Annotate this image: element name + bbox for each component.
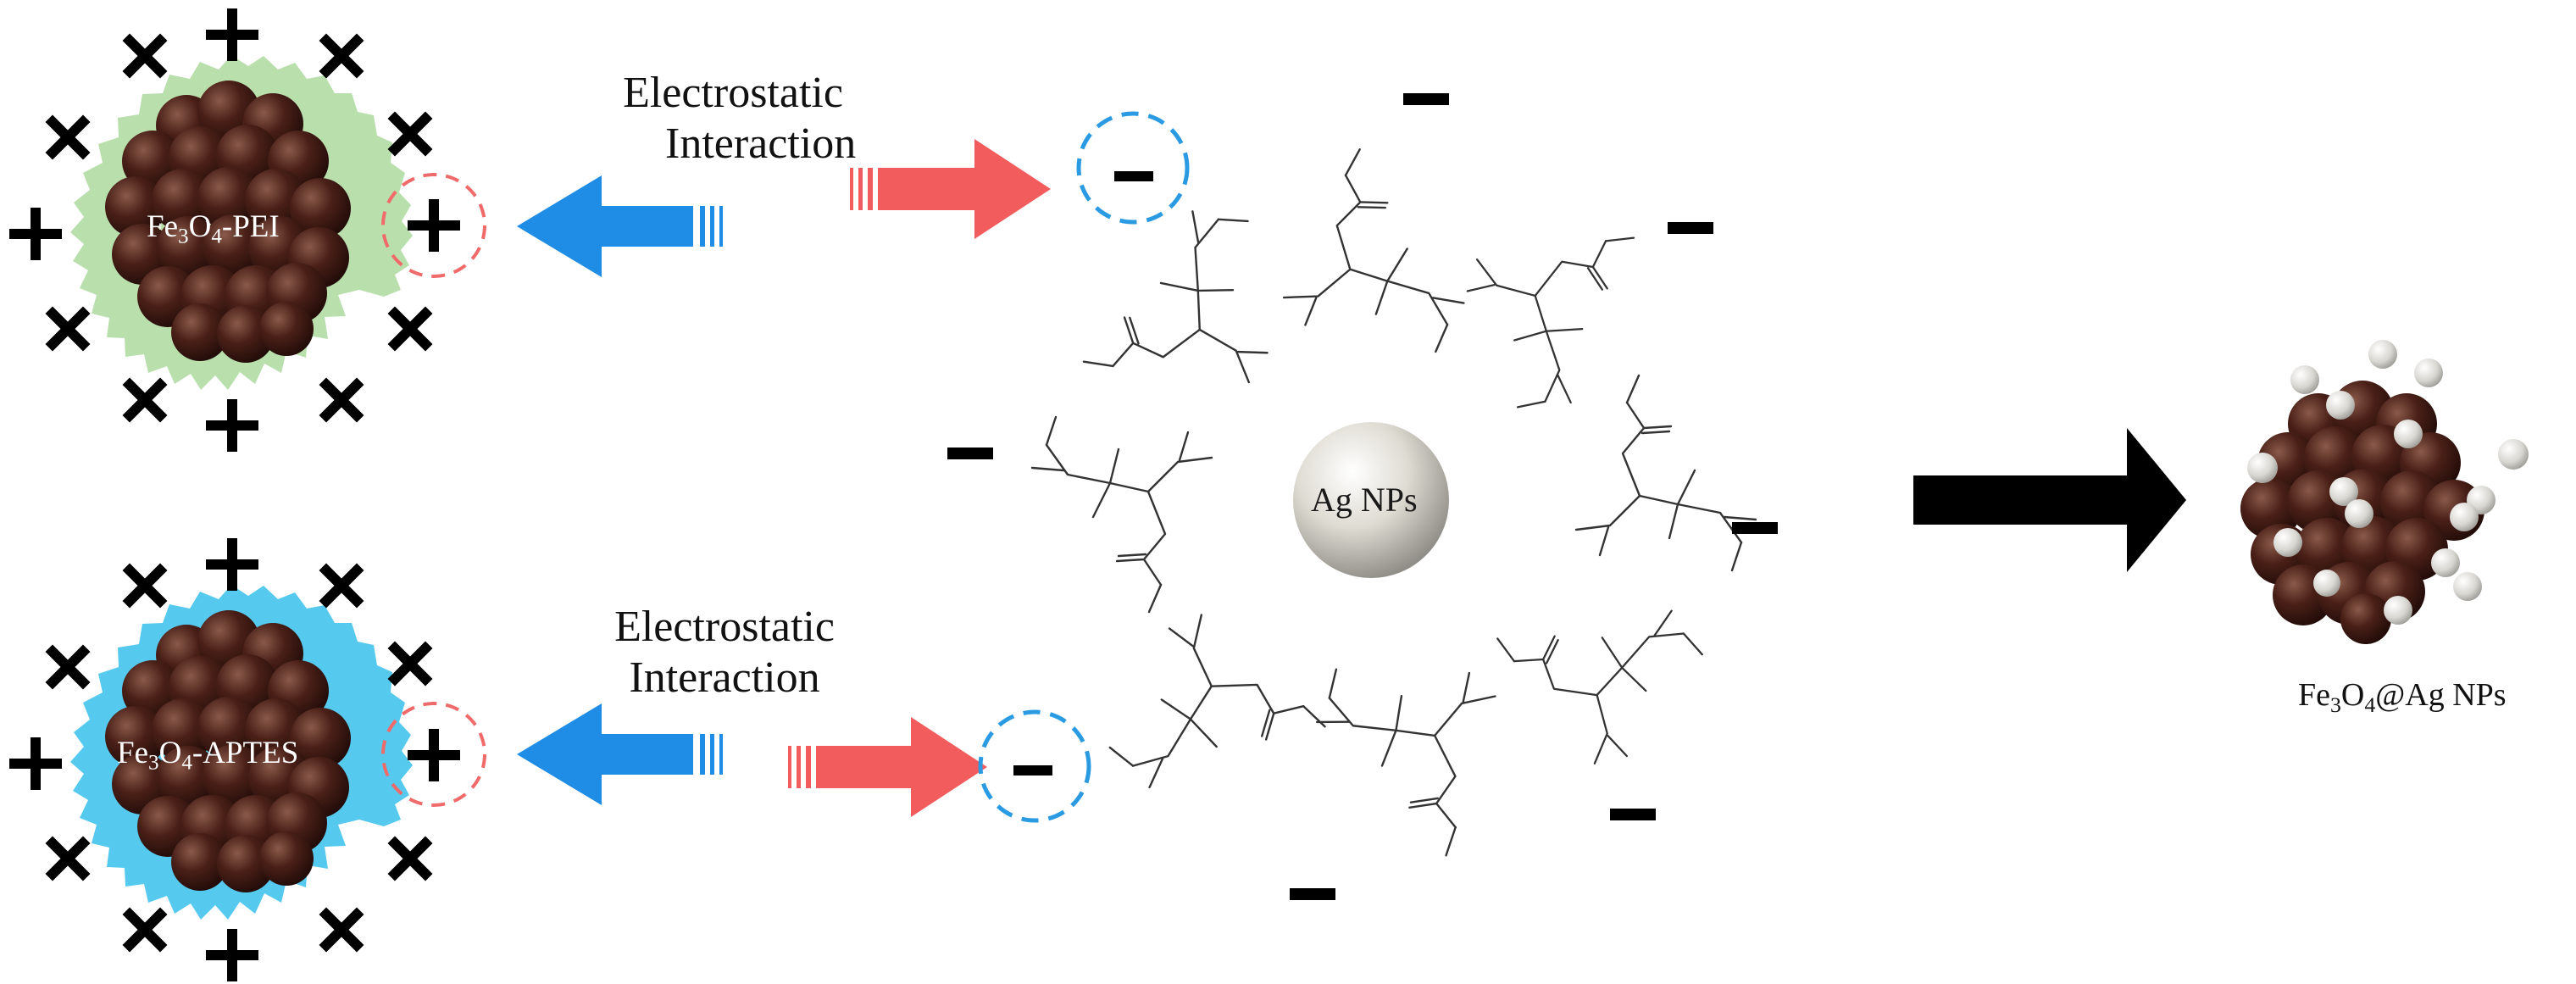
interaction-caption-bottom: Electrostatic Interaction [597,602,852,703]
ag-nps-label: Ag NPs [1311,481,1418,519]
red-arrow-bottom [788,717,987,817]
pei-charges [9,8,460,452]
interaction-caption-bottom-line1: Electrostatic [614,603,835,651]
interaction-caption-top: Electrostatic Interaction [614,68,857,170]
aptes-dashed-circle [381,702,486,807]
fe3o4-aptes-particle [9,538,486,981]
aptes-charges [9,538,460,981]
red-arrow-top [850,139,1051,239]
blue-arrow-top [517,175,723,277]
fe3o4-ag-product [2240,340,2529,644]
interaction-caption-bottom-line2: Interaction [629,653,820,702]
negative-charges [947,93,1778,900]
pei-core [105,81,351,363]
blue-arrow-bottom [517,703,723,805]
black-arrow [1913,428,2186,572]
fe3o4-pei-label: Fe3O4-PEI [147,209,280,248]
interaction-caption-top-line1: Electrostatic [623,69,843,117]
fe3o4-ag-label: Fe3O4@Ag NPs [2298,677,2507,717]
pei-dashed-circle [381,173,486,278]
ag-dots [2247,340,2529,625]
interaction-caption-top-line2: Interaction [665,120,857,168]
fe3o4-pei-particle [9,8,486,452]
ag-nanoparticle [1293,422,1449,578]
fe3o4-aptes-label: Fe3O4-APTES [117,736,299,775]
citrate-dashed-circle-top [1076,111,1190,225]
aptes-core [105,610,351,892]
citrate-dashed-circle-bottom [978,709,1091,823]
